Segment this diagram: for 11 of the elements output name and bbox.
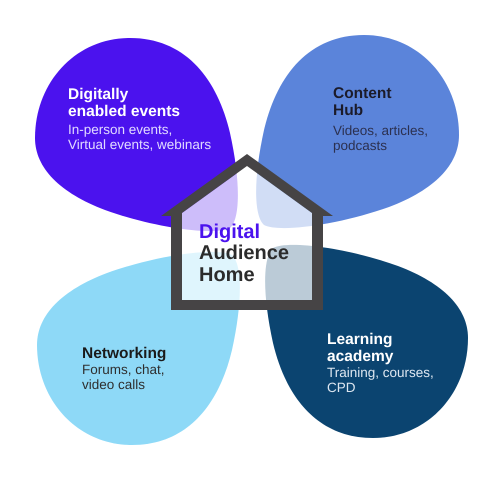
petal-heading: Learning academy — [327, 332, 394, 365]
petal-description: Forums, chat, video calls — [82, 362, 166, 392]
house-title: Digital — [199, 222, 260, 243]
petal-heading: Content Hub — [333, 86, 393, 119]
petal-heading: Digitally enabled events — [68, 87, 181, 120]
house-title: Audience Home — [199, 243, 290, 286]
petal-description: In-person events, Virtual events, webinars — [68, 122, 212, 152]
petal-description: Videos, articles, podcasts — [333, 122, 430, 152]
petal-description: Training, courses, CPD — [327, 364, 435, 394]
petal-heading: Networking — [82, 346, 166, 362]
house-shape — [161, 153, 333, 311]
